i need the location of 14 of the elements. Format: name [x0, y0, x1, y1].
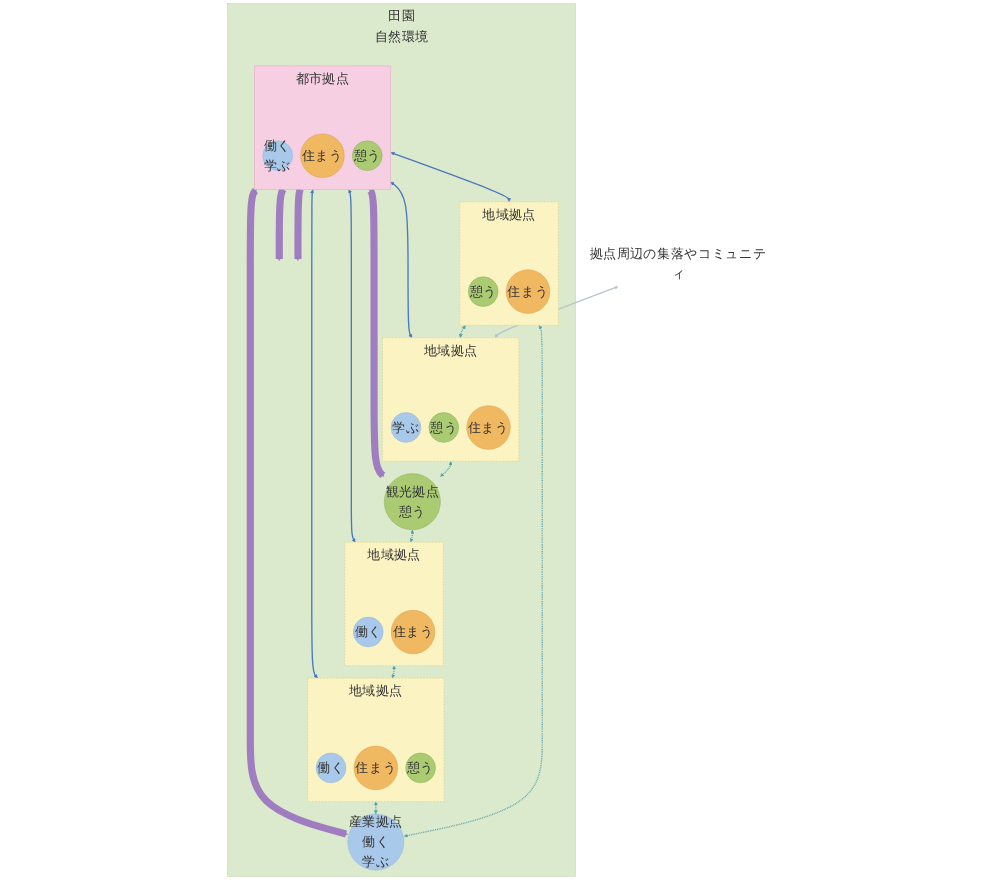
arrow — [390, 151, 511, 202]
arrow — [440, 461, 453, 477]
arrow — [409, 529, 415, 543]
arrow — [310, 189, 318, 679]
arrow — [348, 189, 356, 543]
arrow — [367, 188, 386, 478]
arrow — [391, 665, 396, 679]
arrow — [246, 187, 348, 838]
arrow — [390, 181, 412, 338]
arrow — [403, 325, 543, 838]
arrow — [458, 325, 466, 338]
arrow — [373, 801, 378, 815]
arrow — [275, 186, 287, 262]
arrow — [294, 186, 304, 262]
